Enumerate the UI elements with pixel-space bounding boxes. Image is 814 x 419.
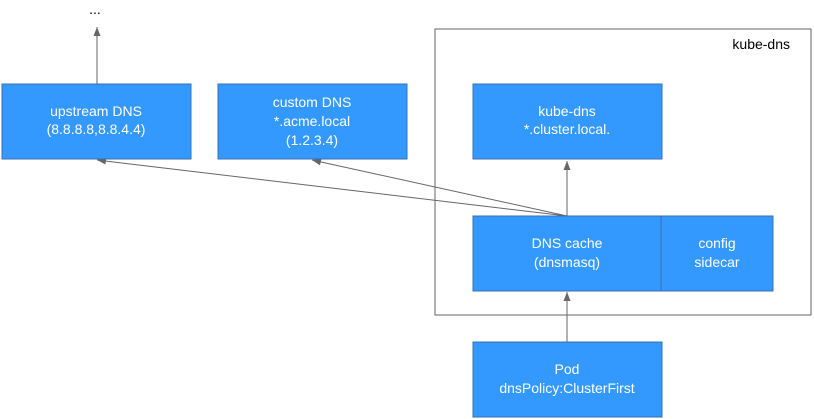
node-config-sidecar-box <box>660 215 774 292</box>
node-custom-dns-box <box>217 83 408 160</box>
node-upstream-dns-line2: (8.8.8.8,8.8.4.4) <box>47 121 146 137</box>
node-upstream-dns-box <box>1 83 192 160</box>
node-dns-cache: DNS cache (dnsmasq) <box>472 215 663 292</box>
node-kube-dns-line1: kube-dns <box>538 103 596 119</box>
node-custom-dns: custom DNS *.acme.local (1.2.3.4) <box>217 83 408 160</box>
node-kube-dns-box <box>472 83 663 160</box>
node-dns-cache-line1: DNS cache <box>532 235 603 251</box>
node-upstream-dns: upstream DNS (8.8.8.8,8.8.4.4) <box>1 83 192 160</box>
kube-dns-container-label: kube-dns <box>732 36 790 52</box>
node-custom-dns-line3: (1.2.3.4) <box>286 132 338 148</box>
node-config-sidecar: config sidecar <box>660 215 774 292</box>
node-config-sidecar-line1: config <box>698 235 735 251</box>
node-pod-box <box>472 341 663 418</box>
node-upstream-dns-line1: upstream DNS <box>50 103 142 119</box>
node-dns-cache-line2: (dnsmasq) <box>534 254 600 270</box>
node-pod: Pod dnsPolicy:ClusterFirst <box>472 341 663 418</box>
edge-dns-cache-to-upstream-dns <box>96 157 568 217</box>
node-kube-dns: kube-dns *.cluster.local. <box>472 83 663 160</box>
node-kube-dns-line2: *.cluster.local. <box>524 121 610 137</box>
node-pod-line1: Pod <box>555 361 580 377</box>
node-custom-dns-line1: custom DNS <box>273 94 352 110</box>
ellipsis-label: ... <box>89 1 101 17</box>
node-pod-line2: dnsPolicy:ClusterFirst <box>499 380 634 396</box>
node-dns-cache-box <box>472 215 663 292</box>
node-custom-dns-line2: *.acme.local <box>274 113 350 129</box>
edge-dns-cache-to-custom-dns <box>311 158 568 217</box>
node-config-sidecar-line2: sidecar <box>694 254 739 270</box>
